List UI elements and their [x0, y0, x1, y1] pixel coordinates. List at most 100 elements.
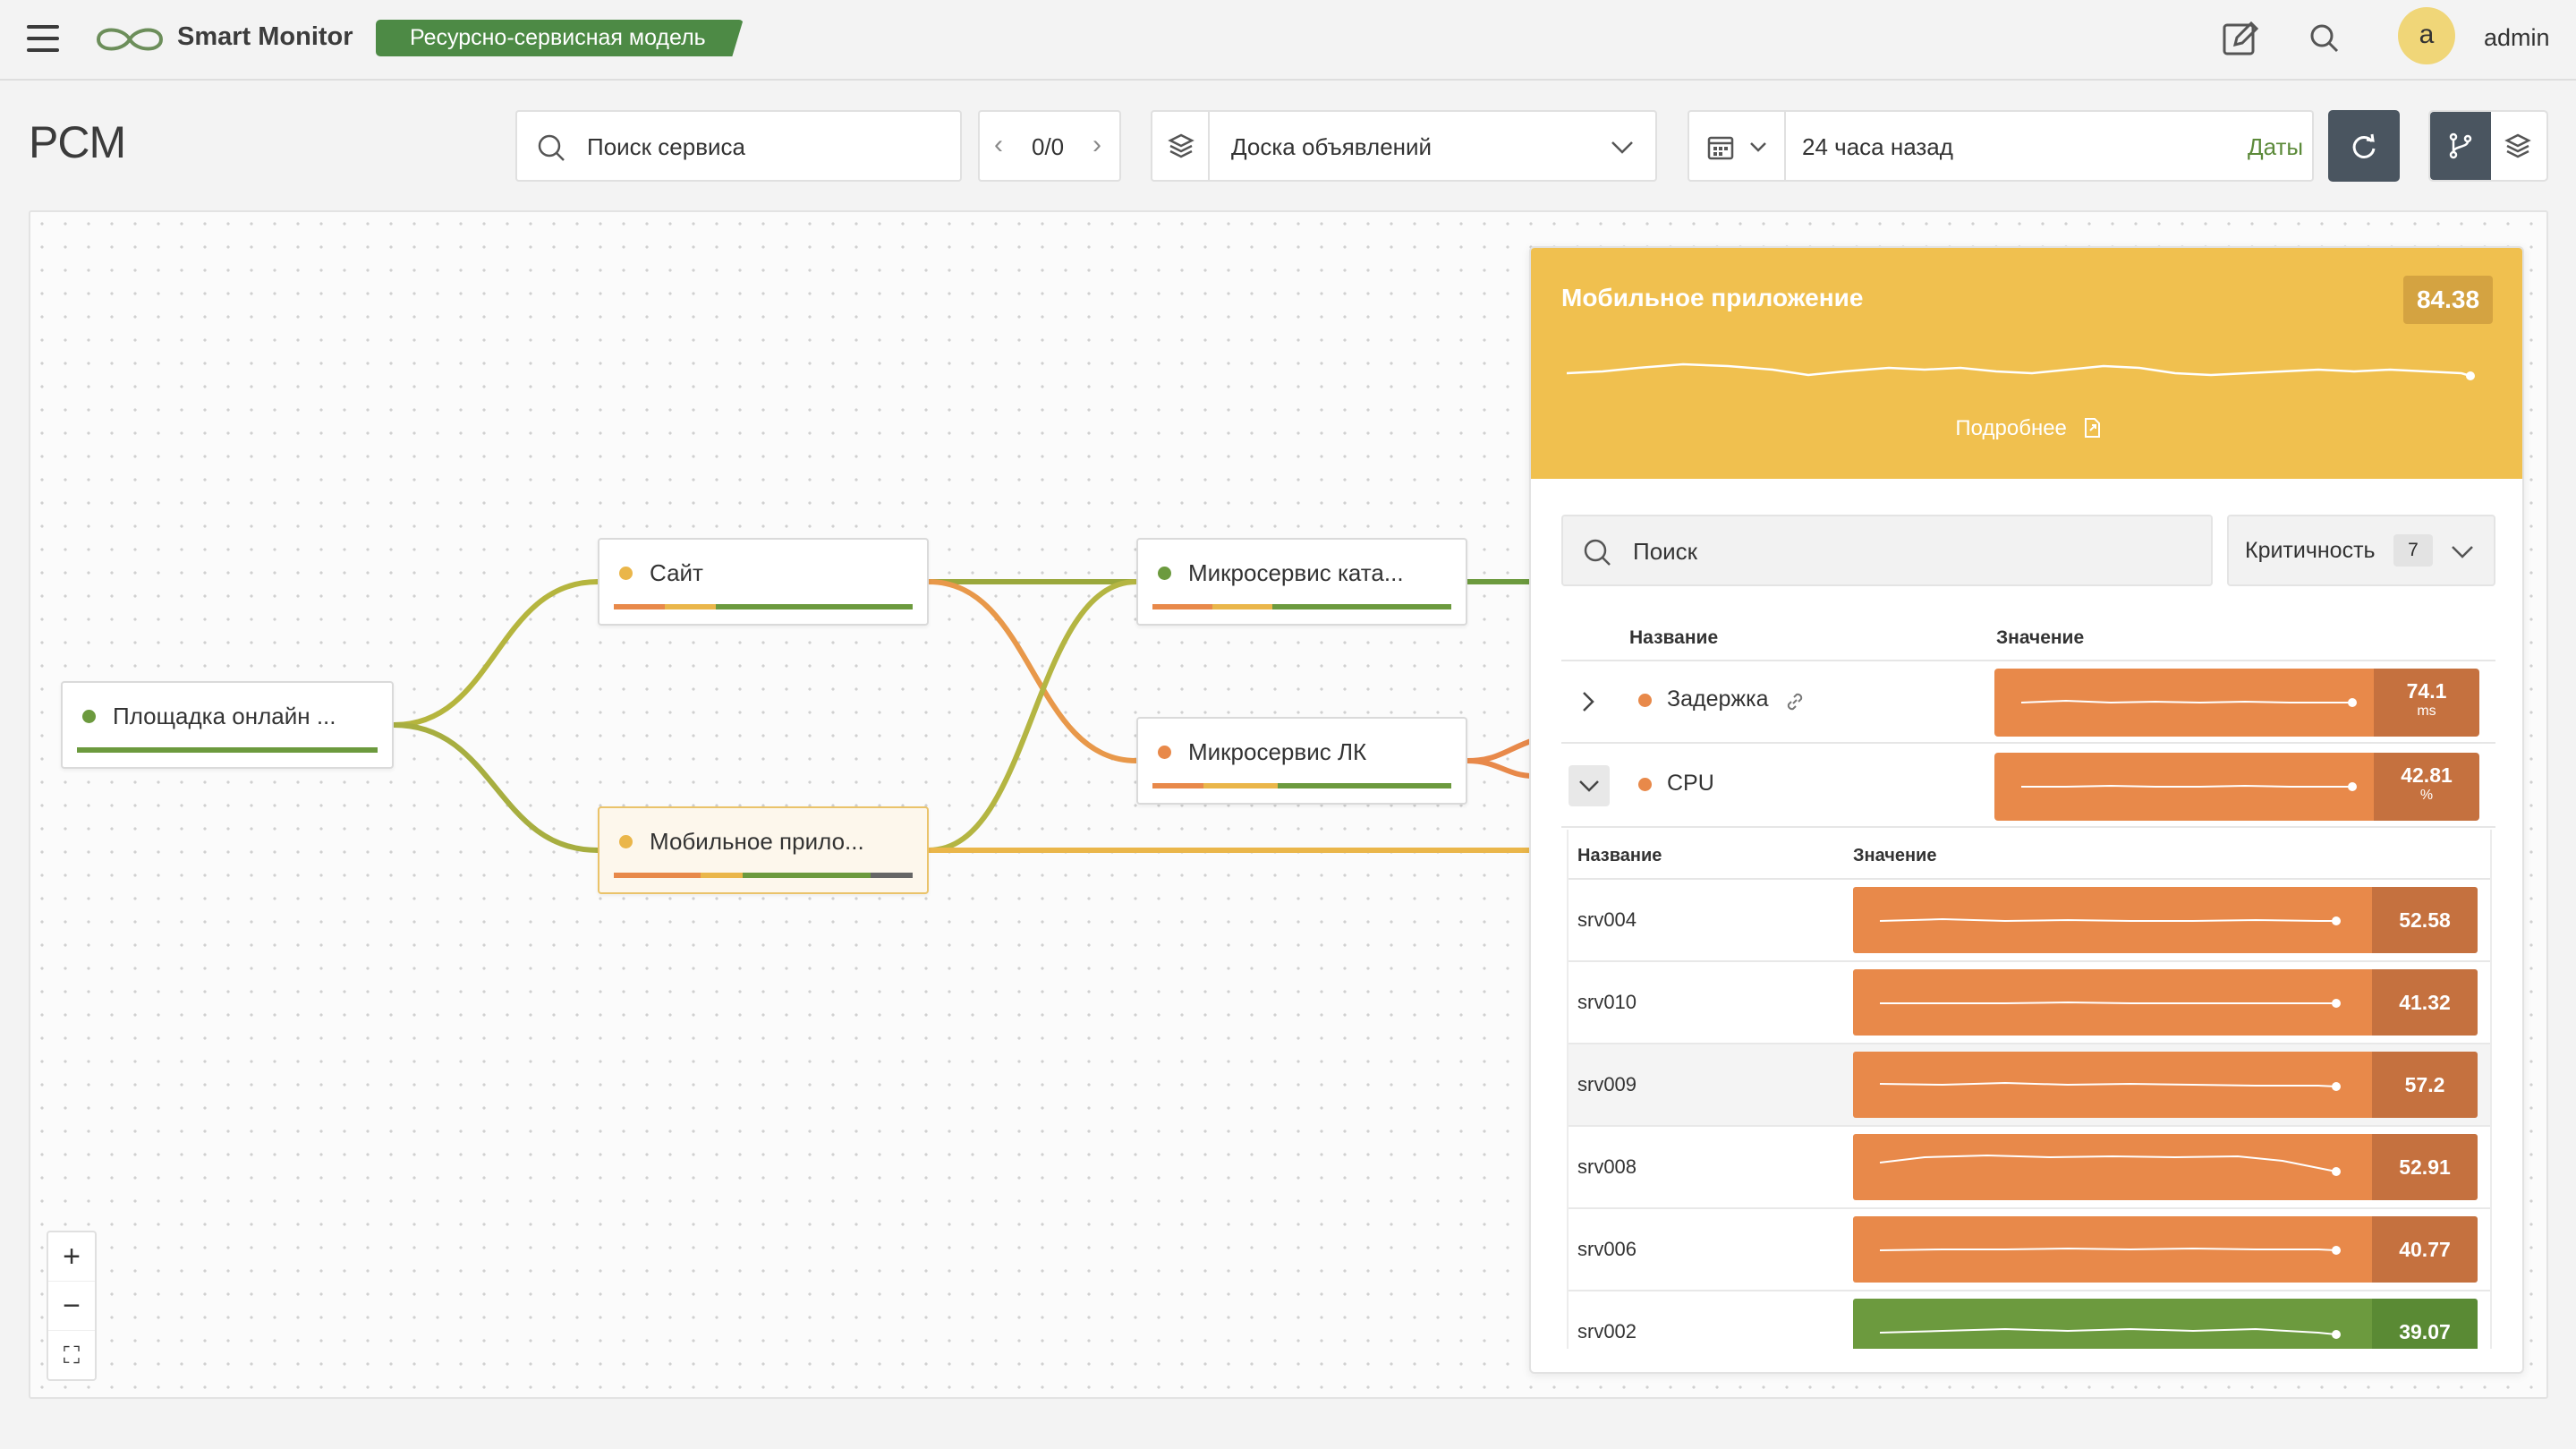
- node-health-bar: [1152, 604, 1451, 609]
- status-dot: [82, 710, 96, 723]
- time-range-picker[interactable]: 24 часа назад Даты: [1688, 110, 2314, 182]
- node-health-bar: [1152, 783, 1451, 788]
- node-platform[interactable]: Площадка онлайн ...: [61, 681, 394, 769]
- search-icon: [538, 134, 565, 161]
- status-dot: [1638, 694, 1652, 707]
- node-site[interactable]: Сайт: [598, 538, 929, 626]
- pager[interactable]: ‹ 0/0 ›: [978, 110, 1121, 182]
- metric-name: Задержка: [1667, 686, 1769, 712]
- user-name[interactable]: admin: [2484, 24, 2550, 51]
- node-mobile-app[interactable]: Мобильное прило...: [598, 806, 929, 894]
- server-name: srv009: [1577, 1073, 1637, 1095]
- model-badge[interactable]: Ресурсно-сервисная модель: [376, 20, 744, 56]
- node-label: Сайт: [650, 559, 703, 586]
- metric-value-number: 42.81: [2401, 763, 2453, 787]
- search-icon[interactable]: [2301, 16, 2348, 63]
- layers-view-button[interactable]: [2491, 112, 2546, 180]
- search-placeholder: Поиск сервиса: [587, 133, 745, 160]
- refresh-icon: [2352, 133, 2376, 158]
- panel-header: Мобильное приложение 84.38 Подробнее: [1531, 248, 2522, 479]
- link-icon[interactable]: [1783, 690, 1807, 713]
- server-value: 57.2: [2372, 1052, 2478, 1118]
- server-value: 39.07: [2372, 1299, 2478, 1349]
- server-sparkline: [1853, 1216, 2372, 1283]
- criticality-label: Критичность: [2245, 538, 2376, 563]
- status-dot: [619, 567, 633, 580]
- service-search-input[interactable]: Поиск сервиса: [515, 110, 962, 182]
- node-catalog-microservice[interactable]: Микросервис ката...: [1136, 538, 1467, 626]
- chevron-right-icon[interactable]: [1577, 688, 1599, 715]
- divider: [1561, 660, 2495, 661]
- fit-view-button[interactable]: ⛶: [63, 1342, 81, 1368]
- search-icon: [1584, 539, 1611, 566]
- app-name: Smart Monitor: [177, 22, 353, 51]
- server-name: srv004: [1577, 908, 1637, 931]
- graph-edges: [393, 579, 1535, 854]
- chevron-right-icon[interactable]: ›: [1092, 130, 1101, 159]
- metric-value: 42.81 %: [2374, 753, 2479, 821]
- metric-unit: ms: [2417, 703, 2436, 719]
- layers-icon: [1152, 112, 1210, 180]
- divider: [1569, 878, 2490, 880]
- calendar-icon[interactable]: [1689, 112, 1786, 180]
- status-dot: [1158, 746, 1171, 759]
- sub-col-value-header: Значение: [1853, 846, 1937, 865]
- metric-row-cpu[interactable]: CPU 42.81 %: [1561, 746, 2495, 828]
- server-value: 52.91: [2372, 1134, 2478, 1200]
- zoom-controls: + − ⛶: [47, 1231, 97, 1381]
- branch-icon: [2449, 132, 2472, 159]
- server-row[interactable]: srv009 57.2: [1569, 1044, 2490, 1127]
- edit-icon[interactable]: [2217, 16, 2264, 63]
- server-sparkline: [1853, 887, 2372, 953]
- server-row[interactable]: srv008 52.91: [1569, 1127, 2490, 1209]
- status-dot: [619, 835, 633, 848]
- page-title: PCM: [29, 117, 126, 167]
- more-link[interactable]: Подробнее: [1531, 416, 2522, 441]
- time-range-value: 24 часа назад: [1802, 133, 1953, 160]
- col-name-header: Название: [1629, 627, 1719, 648]
- external-link-icon: [2084, 418, 2100, 438]
- server-value: 41.32: [2372, 969, 2478, 1036]
- collapse-button[interactable]: [1569, 765, 1610, 806]
- metric-unit: %: [2419, 788, 2434, 803]
- metric-row-latency[interactable]: Задержка 74.1 ms: [1561, 661, 2495, 744]
- health-sparkline: [1567, 362, 2475, 380]
- node-health-bar: [614, 604, 913, 609]
- node-account-microservice[interactable]: Микросервис ЛК: [1136, 717, 1467, 805]
- server-row[interactable]: srv004 52.58: [1569, 880, 2490, 962]
- metric-value: 74.1 ms: [2374, 669, 2479, 737]
- zoom-out-button[interactable]: −: [48, 1282, 95, 1331]
- metric-sparkline: [1994, 669, 2374, 737]
- metric-search-input[interactable]: Поиск: [1561, 515, 2213, 586]
- avatar[interactable]: a: [2398, 7, 2455, 64]
- graph-view-button[interactable]: [2430, 112, 2491, 180]
- chevron-left-icon[interactable]: ‹: [994, 130, 1003, 159]
- server-value: 40.77: [2372, 1216, 2478, 1283]
- sub-col-name-header: Название: [1577, 846, 1662, 865]
- pager-value: 0/0: [1032, 133, 1065, 160]
- zoom-in-button[interactable]: +: [48, 1232, 95, 1282]
- server-name: srv008: [1577, 1155, 1637, 1178]
- node-label: Мобильное прило...: [650, 828, 864, 855]
- chevron-down-icon: [1611, 141, 1633, 154]
- metric-value-number: 74.1: [2406, 679, 2447, 703]
- dates-link[interactable]: Даты: [2248, 133, 2304, 160]
- service-detail-panel: Мобильное приложение 84.38 Подробнее Пои…: [1529, 246, 2524, 1374]
- infinity-logo-icon: [93, 23, 166, 55]
- panel-title: Мобильное приложение: [1561, 284, 1864, 311]
- server-value: 52.58: [2372, 887, 2478, 953]
- node-label: Площадка онлайн ...: [113, 703, 336, 729]
- menu-icon[interactable]: [27, 25, 59, 52]
- node-health-bar: [614, 873, 914, 878]
- refresh-button[interactable]: [2328, 110, 2400, 182]
- col-value-header: Значение: [1996, 627, 2085, 648]
- board-select-value: Доска объявлений: [1231, 133, 1433, 160]
- criticality-filter[interactable]: Критичность 7: [2227, 515, 2495, 586]
- board-select[interactable]: Доска объявлений: [1151, 110, 1657, 182]
- server-sparkline: [1853, 1134, 2372, 1200]
- view-toggle: [2428, 110, 2548, 182]
